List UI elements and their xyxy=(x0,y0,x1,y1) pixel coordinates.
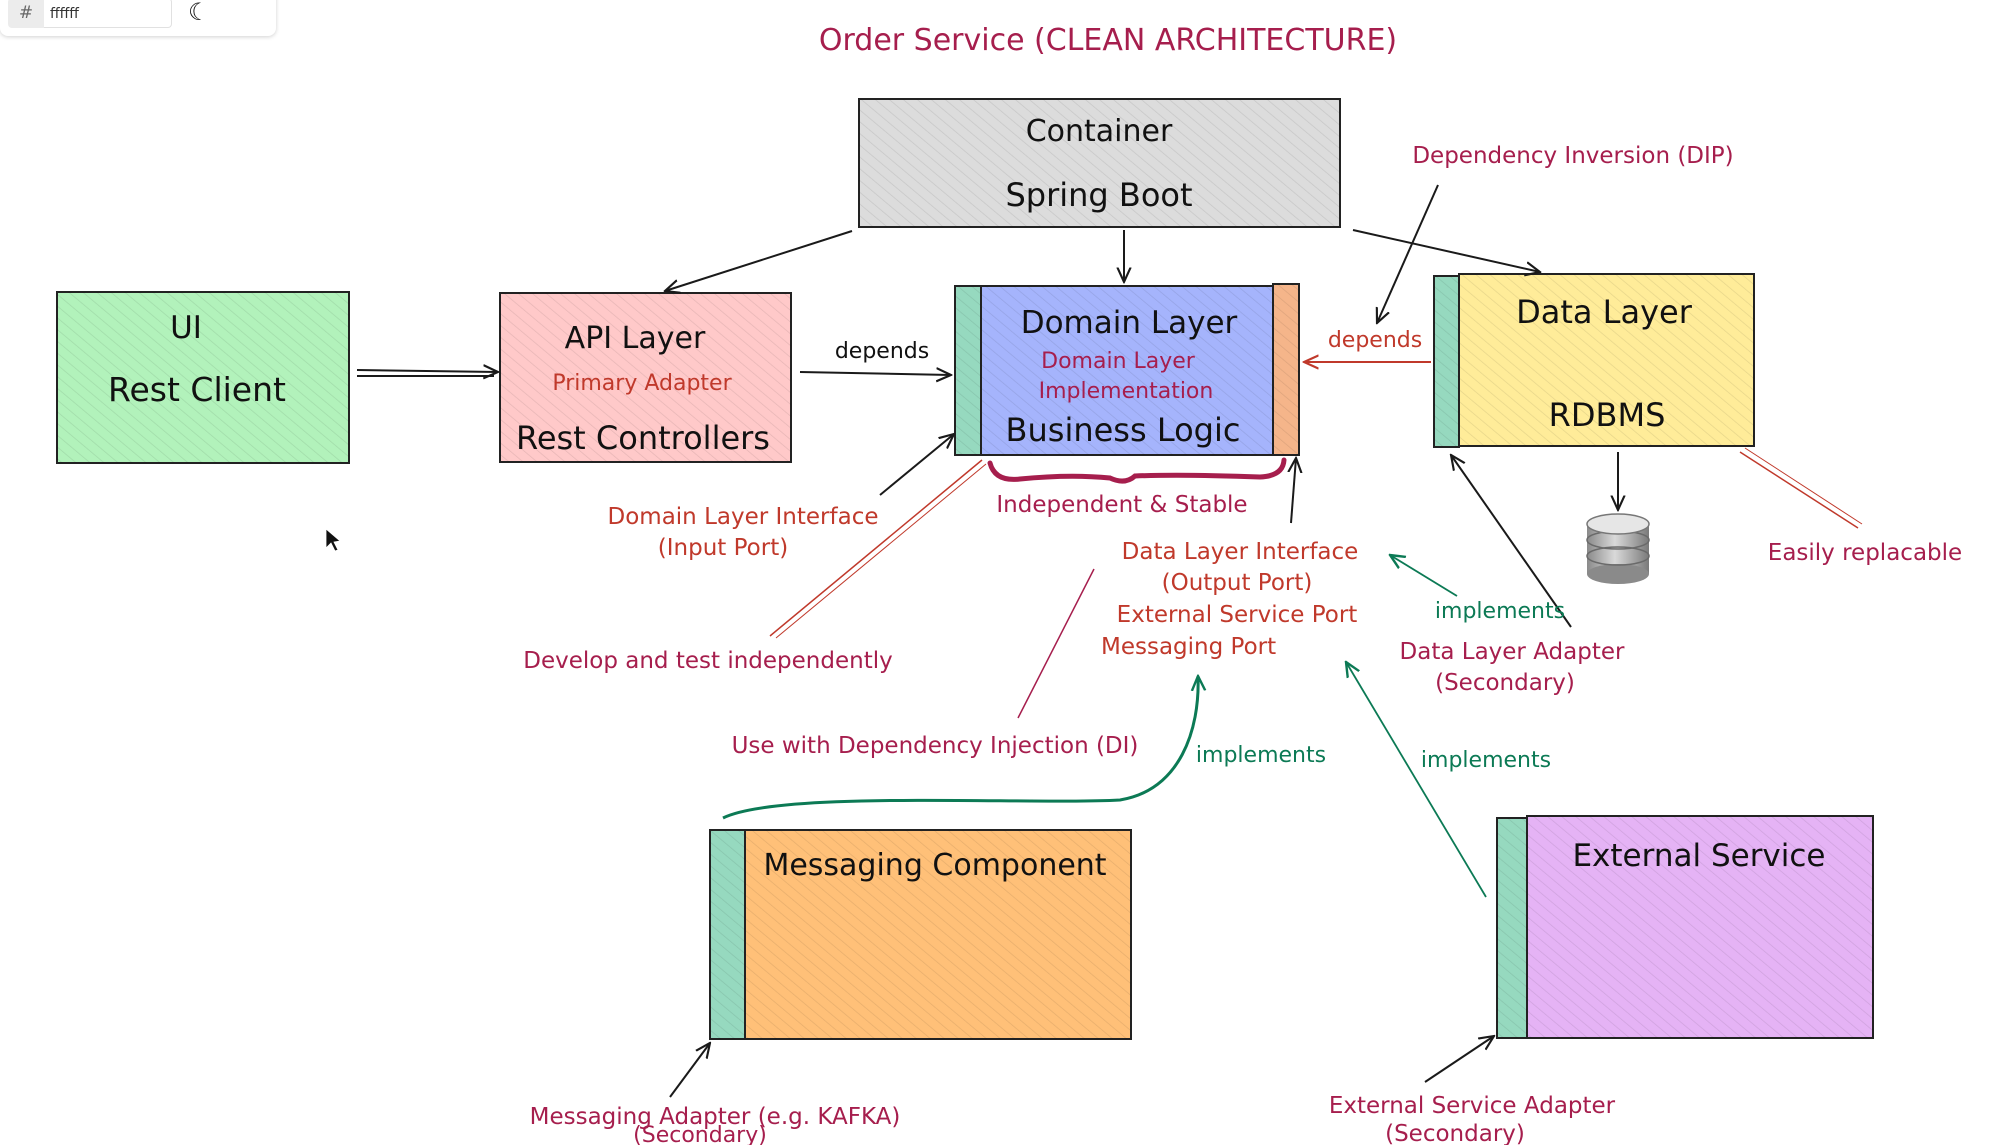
domain-layer-box[interactable]: Domain Layer Domain Layer Implementation… xyxy=(954,283,1300,456)
domain-impl-label-1: Domain Layer xyxy=(1041,349,1196,374)
independent-brace xyxy=(987,457,1287,484)
replacable-connector xyxy=(1739,451,1859,529)
implements-data-label: implements xyxy=(1435,599,1565,624)
dependency-arrows xyxy=(356,184,1618,1098)
develop-test-connector xyxy=(769,459,983,637)
arrow-input-port-pointer xyxy=(879,434,954,496)
arrow-container-to-data xyxy=(1352,229,1540,272)
moon-icon[interactable]: ☾ xyxy=(188,0,210,26)
implements-messaging-label: implements xyxy=(1196,743,1326,768)
depends-label-left: depends xyxy=(835,339,929,364)
implements-arrows xyxy=(722,555,1487,898)
hex-color-input[interactable]: ffffff xyxy=(44,0,172,28)
database-icon xyxy=(1586,513,1650,584)
depends-label-right: depends xyxy=(1328,328,1422,353)
ui-box[interactable]: UI Rest Client xyxy=(56,291,350,464)
arrow-external-adapter-pointer xyxy=(1424,1036,1494,1083)
rest-client-label: Rest Client xyxy=(108,370,286,409)
di-connector xyxy=(1017,568,1095,719)
data-adapter-label-2: (Secondary) xyxy=(1435,670,1575,696)
external-adapter-label-2: (Secondary) xyxy=(1385,1121,1525,1145)
rest-controllers-label: Rest Controllers xyxy=(516,419,770,457)
container-framework-label: Spring Boot xyxy=(1005,176,1192,214)
use-di-label: Use with Dependency Injection (DI) xyxy=(732,733,1139,759)
arrow-container-to-api xyxy=(665,230,853,291)
hash-label: # xyxy=(8,0,44,28)
independent-stable-label: Independent & Stable xyxy=(996,492,1247,518)
annotation-lines xyxy=(769,362,1863,719)
external-service-box[interactable]: External Service xyxy=(1496,815,1874,1039)
arrow-ui-to-api xyxy=(356,370,498,372)
develop-test-label: Develop and test independently xyxy=(523,648,892,674)
messaging-adapter-label-1: Messaging Adapter (e.g. KAFKA) xyxy=(530,1104,901,1130)
messaging-component-box[interactable]: Messaging Component xyxy=(709,829,1132,1040)
output-port-label-3: External Service Port xyxy=(1117,602,1358,628)
ui-label: UI xyxy=(170,310,202,346)
arrow-data-adapter-pointer xyxy=(1451,455,1572,628)
input-port-label-2: (Input Port) xyxy=(658,535,788,561)
mouse-cursor-icon xyxy=(325,528,341,552)
messaging-adapter-label-2: (Secondary) xyxy=(633,1123,767,1145)
domain-layer-title: Domain Layer xyxy=(1021,305,1238,341)
implements-external-label: implements xyxy=(1421,748,1551,773)
arrow-messaging-implements xyxy=(722,676,1198,820)
arrow-messaging-adapter-pointer xyxy=(669,1043,710,1098)
annotations: depends depends Dependency Inversion (DI… xyxy=(523,143,1962,1145)
output-port-label-4: Messaging Port xyxy=(1101,634,1276,660)
color-picker-toolbar: # ffffff ☾ xyxy=(0,0,276,36)
arrow-output-port-pointer xyxy=(1291,458,1296,524)
domain-impl-label-2: Implementation xyxy=(1039,379,1214,404)
rdbms-label: RDBMS xyxy=(1549,396,1666,434)
output-port-label-1: Data Layer Interface xyxy=(1122,539,1359,565)
container-box[interactable]: Container Spring Boot xyxy=(858,98,1341,228)
input-port-label-1: Domain Layer Interface xyxy=(608,504,879,530)
arrow-dip-pointer xyxy=(1377,184,1439,323)
business-logic-label: Business Logic xyxy=(1006,411,1241,449)
dip-label: Dependency Inversion (DIP) xyxy=(1412,143,1733,169)
diagram-title: Order Service (CLEAN ARCHITECTURE) xyxy=(819,23,1397,58)
api-layer-title: API Layer xyxy=(565,321,706,356)
arrow-data-implements xyxy=(1390,555,1458,597)
messaging-component-title: Messaging Component xyxy=(763,848,1106,883)
external-adapter-label-1: External Service Adapter xyxy=(1329,1093,1616,1119)
arrow-api-depends-domain xyxy=(799,372,951,375)
api-layer-box[interactable]: API Layer Primary Adapter Rest Controlle… xyxy=(499,292,792,463)
arrow-external-implements xyxy=(1346,662,1487,898)
container-label: Container xyxy=(1026,114,1173,149)
primary-adapter-label: Primary Adapter xyxy=(552,371,732,396)
data-adapter-label-1: Data Layer Adapter xyxy=(1400,639,1625,665)
data-layer-box[interactable]: Data Layer RDBMS xyxy=(1433,273,1755,448)
easily-replacable-label: Easily replacable xyxy=(1768,540,1962,566)
output-port-label-2: (Output Port) xyxy=(1162,570,1313,596)
data-layer-title: Data Layer xyxy=(1516,293,1693,331)
external-service-title: External Service xyxy=(1572,838,1825,874)
